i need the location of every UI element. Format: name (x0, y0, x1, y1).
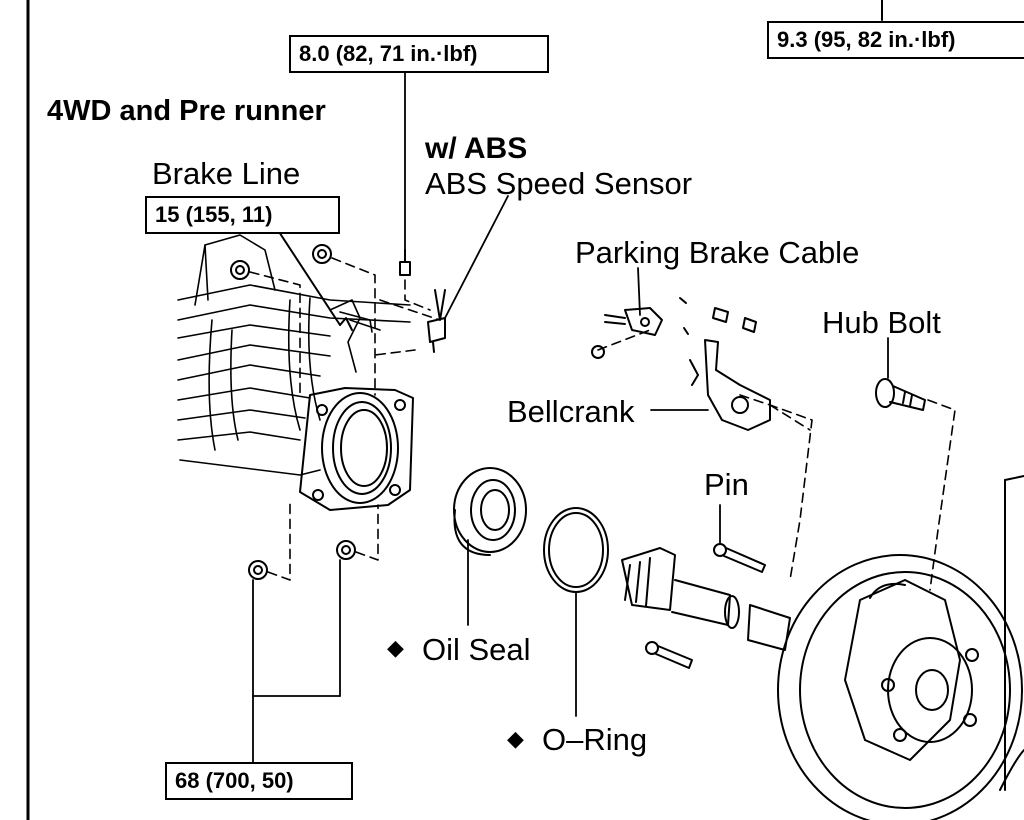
parking-brake-cable-label: Parking Brake Cable (575, 235, 860, 270)
w-abs-label: w/ ABS (425, 132, 528, 165)
alignment-lines (249, 257, 956, 591)
parking-brake-bellcrank (604, 297, 771, 431)
brake-line-label: Brake Line (152, 156, 301, 191)
backing-plate (777, 475, 1024, 820)
page-border (26, 0, 883, 820)
torque-spec-nuts: 68 (700, 50) (165, 762, 353, 800)
o-ring (543, 507, 609, 593)
hub-bolt-label: Hub Bolt (822, 305, 941, 340)
hub-bolt (875, 378, 926, 411)
axle-housing (177, 234, 411, 476)
oil-seal (453, 467, 527, 556)
torque-spec-top-right: 9.3 (95, 82 in.·lbf) (767, 21, 1024, 59)
torque-spec-sensor-bolt: 8.0 (82, 71 in.·lbf) (289, 35, 549, 73)
axle-shaft (621, 547, 791, 651)
pins (591, 345, 766, 669)
non-reusable-diamond-icon: ◆ (387, 635, 404, 660)
flange-nuts (230, 244, 356, 580)
abs-speed-sensor-label: ABS Speed Sensor (425, 166, 693, 201)
o-ring-label: O–Ring (542, 722, 648, 757)
abs-speed-sensor (399, 249, 446, 353)
pin-label: Pin (704, 467, 749, 502)
oil-seal-label: Oil Seal (422, 632, 531, 667)
bellcrank-label: Bellcrank (507, 394, 635, 429)
non-reusable-diamond-icon: ◆ (507, 726, 524, 751)
bearing-retainer (299, 387, 414, 511)
leader-lines (252, 71, 889, 763)
diagram-title: 4WD and Pre runner (47, 95, 326, 127)
torque-spec-brake-line: 15 (155, 11) (145, 196, 340, 234)
